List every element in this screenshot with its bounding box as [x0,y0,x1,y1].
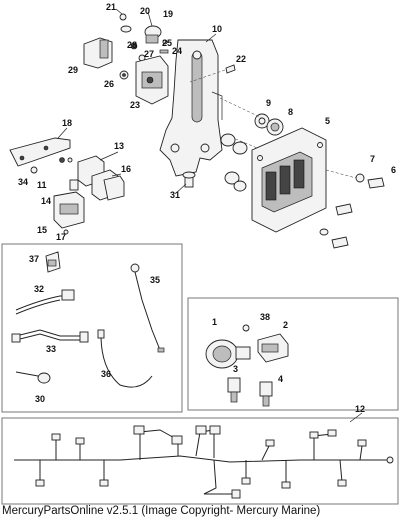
callout-37: 37 [29,254,39,264]
grommet-stack [220,133,248,192]
callout-35: 35 [150,275,160,285]
leader-lines [57,8,363,423]
callout-8: 8 [288,107,293,117]
screw-22 [189,64,236,83]
callout-36: 36 [101,369,111,379]
callout-1: 1 [212,317,217,327]
accessory-box [1,243,183,413]
harness-32 [15,289,75,315]
switch-2 [257,333,289,363]
callout-16: 16 [121,164,131,174]
lead-36 [97,329,153,388]
callout-27: 27 [144,49,154,59]
o-ring-38 [242,324,250,332]
callout-6: 6 [391,165,396,175]
callout-28: 28 [127,40,137,50]
mounting-bracket [159,39,223,177]
callout-25: 25 [162,38,172,48]
clamp-30 [15,371,51,384]
callout-19: 19 [163,9,173,19]
callout-21: 21 [106,2,116,12]
callout-33: 33 [46,344,56,354]
callout-9: 9 [266,98,271,108]
sensor-box [187,297,399,411]
callout-29: 29 [68,65,78,75]
bushing-9 [254,113,270,129]
callout-4: 4 [278,374,283,384]
sensor-4 [259,381,273,407]
ecm-module [251,127,327,233]
copyright-caption: MercuryPartsOnline v2.5.1 (Image Copyrig… [2,505,321,517]
callout-30: 30 [35,394,45,404]
jumper-33 [11,329,89,343]
callout-3: 3 [233,364,238,374]
callout-18: 18 [62,118,72,128]
callout-23: 23 [130,100,140,110]
relay-block [83,37,113,69]
callout-26: 26 [104,79,114,89]
callout-12: 12 [355,404,365,414]
grommet [119,70,129,80]
callout-13: 13 [114,141,124,151]
regulator-unit [135,55,169,105]
bushing-8 [266,118,284,136]
callout-34: 34 [18,177,28,187]
small-hardware-top [130,39,169,62]
callout-31: 31 [170,190,180,200]
bolt-6 [325,169,385,189]
relays [77,155,125,201]
engine-harness-12 [1,417,399,505]
callout-24: 24 [172,46,182,56]
sensor-lead-35 [130,263,165,353]
callout-10: 10 [212,24,222,34]
callout-15: 15 [37,225,47,235]
fuse-holder [53,179,85,235]
callout-22: 22 [236,54,246,64]
callout-32: 32 [34,284,44,294]
callout-11: 11 [37,180,47,190]
callout-7: 7 [370,154,375,164]
bracket-18 [9,137,71,167]
callout-labels: 21 20 19 10 28 25 24 27 22 29 26 23 9 8 … [18,2,396,414]
callout-2: 2 [283,320,288,330]
sender-1 [205,339,251,369]
callout-14: 14 [41,196,51,206]
harness-box [1,417,399,505]
callout-5: 5 [325,116,330,126]
callout-20: 20 [140,6,150,16]
bracket-hardware [30,157,73,174]
sensor-3 [227,377,241,403]
lower-bolts [319,203,353,249]
connector-37 [45,251,61,273]
sensor-assembly-top [119,13,162,44]
callout-17: 17 [56,232,66,242]
bolt-31 [182,171,196,188]
callout-38: 38 [260,312,270,322]
